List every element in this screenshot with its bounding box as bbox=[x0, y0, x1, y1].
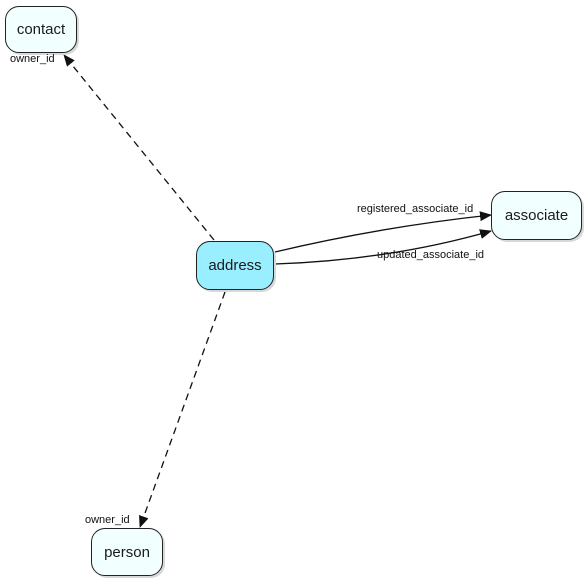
node-contact-label: contact bbox=[16, 21, 66, 38]
node-address[interactable]: address bbox=[196, 241, 274, 290]
node-associate[interactable]: associate bbox=[491, 191, 582, 240]
node-contact[interactable]: contact bbox=[5, 6, 77, 53]
edge-registered-associate bbox=[274, 211, 492, 253]
edge-address-contact bbox=[63, 54, 215, 241]
edge-label-contact-owner-id: owner_id bbox=[10, 53, 55, 65]
node-person[interactable]: person bbox=[91, 528, 163, 576]
node-address-label: address bbox=[208, 257, 262, 274]
node-person-label: person bbox=[104, 543, 150, 561]
edge-label-registered-associate-id: registered_associate_id bbox=[357, 203, 474, 215]
node-associate-label: associate bbox=[504, 207, 569, 224]
edge-address-person bbox=[139, 291, 226, 528]
edge-label-updated-associate-id: updated_associate_id bbox=[377, 249, 485, 261]
edge-label-person-owner-id: owner_id bbox=[85, 514, 130, 526]
edge-updated-associate bbox=[274, 229, 492, 265]
